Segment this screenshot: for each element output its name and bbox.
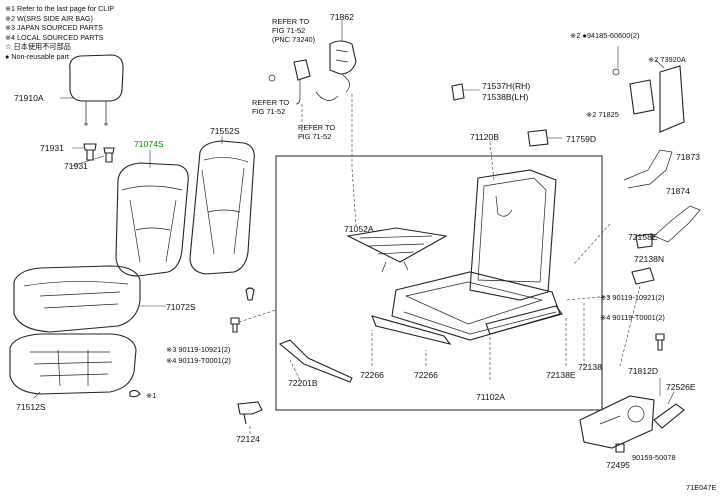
legend-line: ☆ 日本使用不可部品 xyxy=(5,42,71,52)
rod-72201B-drawing xyxy=(278,339,353,383)
refer-label: REFER TO xyxy=(252,98,289,107)
bolt-right-drawing xyxy=(655,333,665,351)
bracket-72124-drawing xyxy=(237,401,263,425)
part-label-71102A: 71102A xyxy=(476,392,505,402)
part-label-72201B: 72201B xyxy=(288,378,318,388)
part-label-90159: 90159-50078 xyxy=(632,453,676,462)
lever-71874-drawing xyxy=(653,205,701,243)
legend-line: ※4 LOCAL SOURCED PARTS xyxy=(5,32,104,42)
part-label-71862: 71862 xyxy=(330,12,354,22)
part-label-90119-10921: ※3 90119-10921(2) xyxy=(600,293,664,302)
legend-line: ※2 W(SRS SIDE AIR BAG) xyxy=(5,13,93,23)
seatback-cover-drawing xyxy=(115,162,189,277)
part-label-72266: 72266 xyxy=(360,370,384,380)
legend-line: ● Non-reusable part xyxy=(5,51,69,61)
part-label-71873: 71873 xyxy=(676,152,700,162)
part-label-71072S: 71072S xyxy=(166,302,196,312)
part-label-72138: 72138 xyxy=(578,362,602,372)
part-label-clip: ※1 xyxy=(146,391,156,400)
part-label-71910A: 71910A xyxy=(14,93,44,103)
part-label-72124: 72124 xyxy=(236,434,260,444)
part-label-72138N: 72138N xyxy=(634,254,664,264)
part-label-71074S: 71074S xyxy=(134,139,164,149)
part-label-90119-10921: ※3 90119-10921(2) xyxy=(166,345,230,354)
diagram-code: 71E047E xyxy=(686,483,716,492)
part-label-72158E: 72158E xyxy=(628,232,658,242)
part-label-71931: 71931 xyxy=(40,143,64,153)
part-label-72138E: 72138E xyxy=(546,370,576,380)
legend: ※1 Refer to the last page for CLIP ※2 W(… xyxy=(5,4,114,62)
headrest-guide-drawing xyxy=(83,143,115,163)
part-label-72266: 72266 xyxy=(414,370,438,380)
spring-assembly-drawing xyxy=(346,227,448,273)
legend-line: ※3 JAPAN SOURCED PARTS xyxy=(5,23,103,33)
refer-label: REFER TO xyxy=(272,17,309,26)
part-label-71931: 71931 xyxy=(64,161,88,171)
frame-assembly-box xyxy=(275,155,603,411)
seatback-pad-drawing xyxy=(189,140,255,275)
seat-cushion-cover-drawing xyxy=(13,265,141,333)
part-label-94185: ※2 ●94185-60600(2) xyxy=(570,31,639,40)
leader-lines xyxy=(33,20,675,434)
refer-label: (PNC 73240) xyxy=(272,35,315,44)
seat-cushion-pad-drawing xyxy=(9,333,137,395)
part-label-71537H: 71537H(RH) xyxy=(482,81,530,91)
bolt-left-drawing xyxy=(230,287,277,333)
wire-71873-drawing xyxy=(623,149,673,189)
latch-71759D-drawing xyxy=(527,129,549,147)
wire-harness-drawing xyxy=(315,91,339,101)
screw-72495-drawing xyxy=(615,443,625,453)
bracket-71862-drawing xyxy=(329,40,357,93)
bracket-72138N-drawing xyxy=(631,267,655,285)
knob-72526E-drawing xyxy=(653,403,685,429)
part-label-71812D: 71812D xyxy=(628,366,658,376)
part-label-72526E: 72526E xyxy=(666,382,696,392)
headrest-drawing xyxy=(69,54,124,126)
seat-cover-side-drawing xyxy=(579,395,655,449)
part-label-71538B: 71538B(LH) xyxy=(482,92,528,102)
part-label-72495: 72495 xyxy=(606,460,630,470)
refer-label: FIG 71-52 xyxy=(252,107,285,116)
clip-drawing xyxy=(129,389,141,398)
part-label-71759D: 71759D xyxy=(566,134,596,144)
seat-frame-drawing xyxy=(371,169,563,345)
plug-drawing xyxy=(451,83,465,101)
clip-72158E-drawing xyxy=(635,233,653,249)
part-label-90119-T0001: ※4 90119-T0001(2) xyxy=(166,356,231,365)
refer-label: REFER TO xyxy=(298,123,335,132)
refer-label: FIG 71-52 xyxy=(298,132,331,141)
seatbelt-buckle-drawing xyxy=(268,59,311,105)
part-label-71512S: 71512S xyxy=(16,402,46,412)
part-label-90119-T0001: ※4 90119-T0001(2) xyxy=(600,313,665,322)
part-label-71874: 71874 xyxy=(666,186,690,196)
part-label-71052A: 71052A xyxy=(344,224,374,234)
legend-line: ※1 Refer to the last page for CLIP xyxy=(5,4,115,13)
part-label-73920A: ※2 73920A xyxy=(648,55,686,64)
refer-label: FIG 71-52 xyxy=(272,26,305,35)
part-label-71825: ※2 71825 xyxy=(586,110,619,119)
side-airbag-drawing xyxy=(612,65,685,133)
part-label-71120B: 71120B xyxy=(470,132,499,142)
part-label-71552S: 71552S xyxy=(210,126,240,136)
